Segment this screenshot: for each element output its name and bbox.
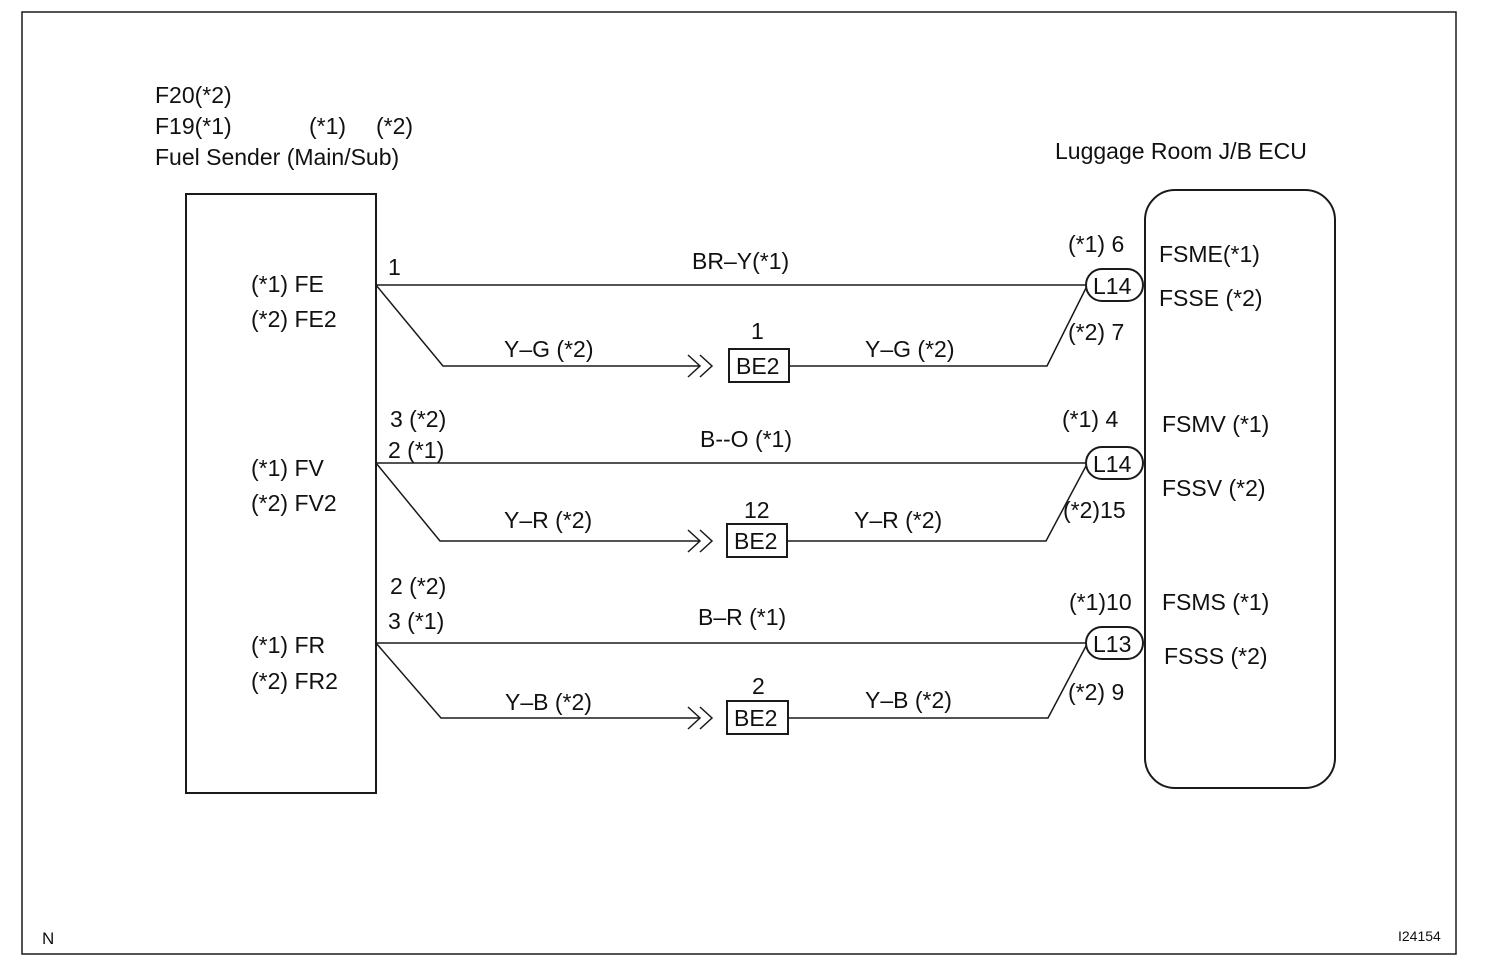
junction-pin-number: 1 — [751, 318, 764, 344]
ecu-pin-number-top: (*1) 6 — [1068, 231, 1124, 257]
left-pin-number: 1 — [388, 254, 401, 280]
fuel-sender-box — [185, 193, 377, 794]
sub-wire-right — [788, 645, 1087, 719]
main-wire-color-label: B--O (*1) — [700, 426, 792, 452]
ecu-connector-oval — [1085, 626, 1144, 660]
left-pin-label-fe2: (*2) FE2 — [251, 306, 337, 332]
ecu-connector-label: L14 — [1093, 451, 1132, 477]
circuit-fuel-v: 3 (*2) 2 (*1) B--O (*1) Y–R (*2) BE2 12 … — [375, 406, 1144, 558]
sub-wire-color-label-right: Y–R (*2) — [854, 507, 942, 533]
luggage-room-ecu-box — [1144, 189, 1336, 789]
ecu-pin-number-top: (*1)10 — [1069, 589, 1132, 615]
left-pin-label-fv2: (*2) FV2 — [251, 490, 337, 516]
right-pin-label-fsme: FSME(*1) — [1159, 241, 1260, 267]
left-pin-number-sub: 3 (*2) — [390, 406, 446, 432]
junction-connector-box — [728, 348, 790, 383]
left-title-line-3: Fuel Sender (Main/Sub) — [155, 144, 399, 170]
junction-pin-number: 2 — [752, 673, 765, 699]
junction-arrow-icon — [687, 529, 714, 553]
junction-connector-box — [726, 523, 788, 558]
junction-connector-label: BE2 — [734, 528, 777, 554]
junction-arrow-icon — [687, 354, 714, 378]
left-header-mark-2: (*2) — [376, 113, 413, 139]
corner-mark-left: N — [42, 929, 54, 948]
junction-connector-label: BE2 — [736, 353, 779, 379]
ecu-connector-oval — [1085, 446, 1144, 480]
left-title-line-2: F19(*1) — [155, 113, 232, 139]
left-pin-label-fr: (*1) FR — [251, 632, 325, 658]
circuit-fuel-e: 1 BR–Y(*1) Y–G (*2) BE2 1 Y–G (*2) L14 (… — [375, 231, 1144, 383]
sub-wire — [375, 284, 700, 367]
circuit-fuel-r: 2 (*2) 3 (*1) B–R (*1) Y–B (*2) BE2 2 Y–… — [375, 573, 1144, 735]
sub-wire-color-label-left: Y–R (*2) — [504, 507, 592, 533]
ecu-pin-number-bottom: (*2) 7 — [1068, 319, 1124, 345]
sub-wire-right — [787, 465, 1087, 542]
left-pin-label-fv: (*1) FV — [251, 455, 325, 481]
main-wire-color-label: B–R (*1) — [698, 604, 786, 630]
right-title: Luggage Room J/B ECU — [1055, 138, 1307, 164]
figure-id: I24154 — [1398, 928, 1441, 944]
sub-wire — [375, 642, 700, 719]
left-pin-number-sub: 2 (*2) — [390, 573, 446, 599]
sub-wire-color-label-right: Y–G (*2) — [865, 336, 954, 362]
junction-pin-number: 12 — [744, 497, 770, 523]
left-pin-label-fe: (*1) FE — [251, 271, 324, 297]
sub-wire-color-label-right: Y–B (*2) — [865, 687, 952, 713]
ecu-pin-number-top: (*1) 4 — [1062, 406, 1118, 432]
right-pin-label-fsss: FSSS (*2) — [1164, 643, 1268, 669]
sub-wire-color-label-left: Y–B (*2) — [505, 689, 592, 715]
sub-wire-color-label-left: Y–G (*2) — [504, 336, 593, 362]
diagram-frame — [21, 11, 1457, 955]
sub-wire — [375, 462, 700, 542]
left-title-line-1: F20(*2) — [155, 82, 232, 108]
right-pin-label-fssv: FSSV (*2) — [1162, 475, 1266, 501]
left-header-mark-1: (*1) — [309, 113, 346, 139]
right-pin-label-fsmv: FSMV (*1) — [1162, 411, 1269, 437]
ecu-connector-label: L14 — [1093, 273, 1132, 299]
main-wire-color-label: BR–Y(*1) — [692, 248, 789, 274]
ecu-connector-label: L13 — [1093, 631, 1131, 657]
sub-wire-right — [789, 287, 1087, 367]
right-pin-label-fsms: FSMS (*1) — [1162, 589, 1269, 615]
right-pin-label-fsse: FSSE (*2) — [1159, 285, 1263, 311]
junction-arrow-icon — [687, 706, 714, 730]
ecu-connector-oval — [1085, 268, 1144, 302]
ecu-pin-number-bottom: (*2)15 — [1063, 497, 1126, 523]
junction-connector-label: BE2 — [734, 705, 777, 731]
left-pin-label-fr2: (*2) FR2 — [251, 668, 338, 694]
ecu-pin-number-bottom: (*2) 9 — [1068, 679, 1124, 705]
left-pin-number-main: 3 (*1) — [388, 608, 444, 634]
left-pin-number-main: 2 (*1) — [388, 437, 444, 463]
